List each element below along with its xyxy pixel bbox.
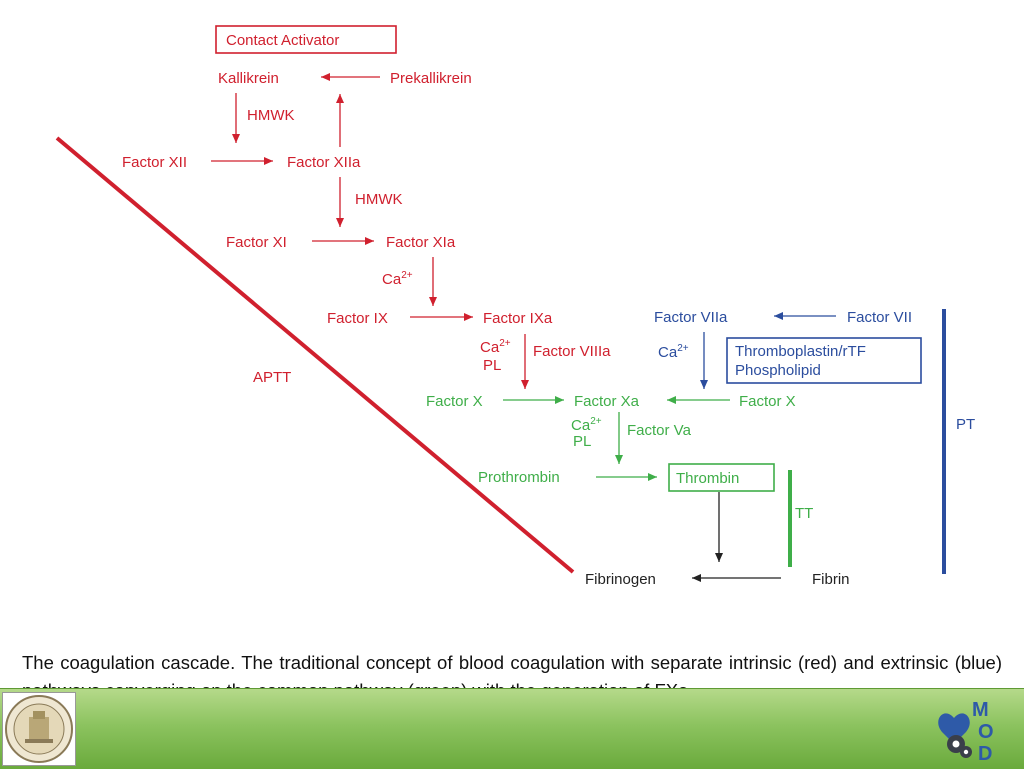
fibrinogen-label: Fibrinogen [585, 571, 656, 588]
factor-va-label: Factor Va [627, 422, 692, 439]
pl-label-1: PL [483, 357, 501, 374]
kallikrein-label: Kallikrein [218, 70, 279, 87]
coagulation-cascade-diagram: Contact Activator Kallikrein Prekallikre… [55, 25, 975, 588]
tt-label: TT [795, 505, 813, 522]
factor-x-left-label: Factor X [426, 393, 483, 410]
thrombin-label: Thrombin [676, 470, 739, 487]
logo-letter-d: D [978, 743, 992, 764]
calcium-label-2: Ca2+ [480, 338, 511, 356]
factor-viia-label: Factor VIIa [654, 309, 728, 326]
thromboplastin-label: Thromboplastin/rTF [735, 343, 866, 360]
factor-xii-label: Factor XII [122, 154, 187, 171]
aptt-label: APTT [253, 369, 291, 386]
hmwk-label-2: HMWK [355, 191, 403, 208]
contact-activator-label: Contact Activator [226, 32, 339, 49]
hmwk-label-1: HMWK [247, 107, 295, 124]
mod-logo-icon: M O D [936, 696, 1008, 765]
pt-label: PT [956, 416, 975, 433]
prekallikrein-label: Prekallikrein [390, 70, 472, 87]
factor-ixa-label: Factor IXa [483, 310, 553, 327]
factor-xia-label: Factor XIa [386, 234, 456, 251]
factor-ix-label: Factor IX [327, 310, 388, 327]
calcium-label-3: Ca2+ [571, 416, 602, 434]
phospholipid-label: Phospholipid [735, 362, 821, 379]
thromboplastin-box [726, 337, 922, 384]
logo-letter-o: O [978, 721, 994, 743]
aptt-line [55, 136, 575, 574]
calcium-label-blue: Ca2+ [658, 343, 689, 361]
factor-xiia-label: Factor XIIa [287, 154, 361, 171]
factor-viiia-label: Factor VIIIa [533, 343, 611, 360]
fibrin-label: Fibrin [812, 571, 850, 588]
footer-bar [0, 688, 1024, 769]
logo-letter-m: M [972, 699, 989, 721]
pl-label-2: PL [573, 433, 591, 450]
contact-activator-box [215, 25, 397, 54]
prothrombin-label: Prothrombin [478, 469, 560, 486]
factor-vii-label: Factor VII [847, 309, 912, 326]
university-seal-icon [2, 692, 76, 766]
factor-xa-label: Factor Xa [574, 393, 640, 410]
factor-x-right-label: Factor X [739, 393, 796, 410]
factor-xi-label: Factor XI [226, 234, 287, 251]
calcium-label-1: Ca2+ [382, 270, 413, 288]
thrombin-box [668, 463, 775, 492]
